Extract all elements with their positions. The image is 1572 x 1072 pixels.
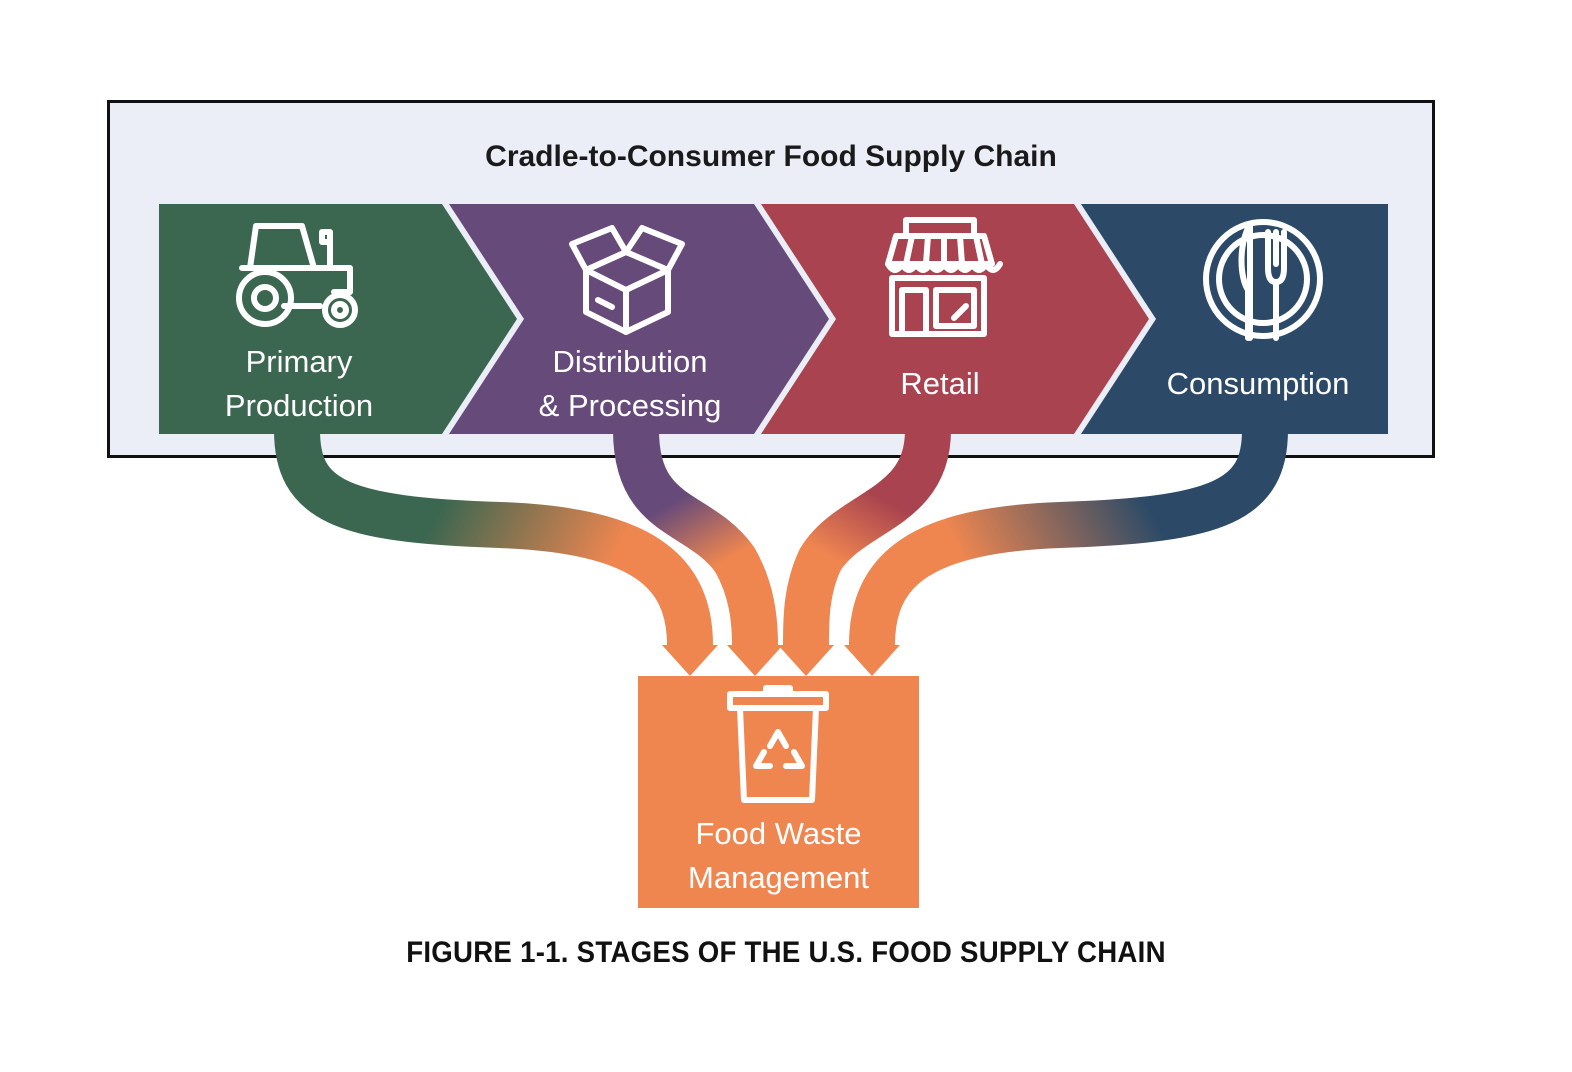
arrowhead-4: [844, 645, 900, 676]
tractor-icon: [236, 223, 358, 328]
arrowhead-2: [727, 645, 783, 676]
flow-primary: [274, 429, 713, 646]
flow-retail: [783, 428, 951, 646]
frame-title: Cradle-to-Consumer Food Supply Chain: [485, 140, 1057, 173]
arrowhead-3: [778, 645, 834, 676]
stage-label-primary-production: Primary Production: [224, 344, 374, 423]
store-icon: [885, 217, 1003, 337]
stage-label-consumption: Consumption: [1166, 366, 1350, 401]
stage-consumption: [1081, 204, 1388, 434]
recycle-bin-icon: [727, 685, 829, 803]
arrowhead-1: [662, 645, 718, 676]
stage-distribution-processing: [449, 204, 829, 434]
plate-cutlery-icon: [1203, 219, 1323, 341]
stage-food-waste-management: [638, 676, 919, 908]
flow-consumption: [849, 429, 1288, 646]
figure-caption: FIGURE 1-1. STAGES OF THE U.S. FOOD SUPP…: [406, 936, 1166, 969]
box-icon: [569, 225, 685, 335]
stage-label-distribution-processing: Distribution & Processing: [538, 344, 722, 423]
flow-distribution: [613, 429, 778, 646]
stage-label-retail: Retail: [900, 366, 980, 401]
destination-label: Food Waste Management: [688, 816, 869, 895]
